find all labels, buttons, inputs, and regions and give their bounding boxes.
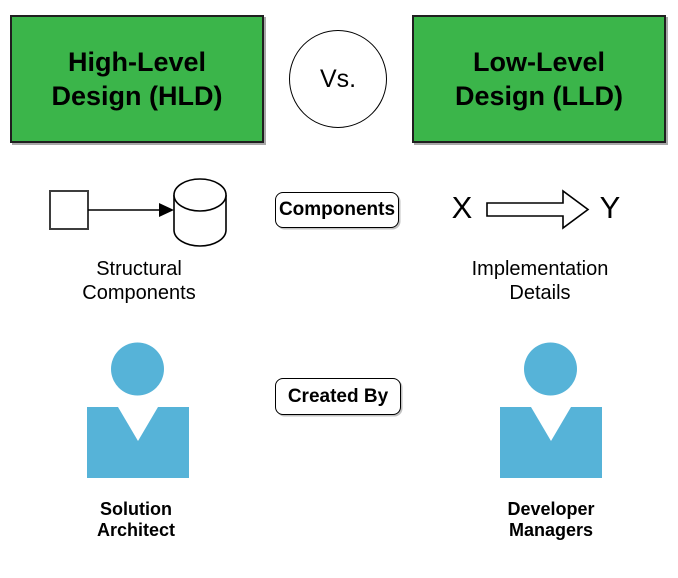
block-arrow-shape [486, 189, 590, 230]
hld-creator-caption-line1: Solution [100, 499, 172, 519]
transform-from-label: X [451, 190, 473, 225]
created-by-badge-label: Created By [287, 385, 389, 407]
lld-components-caption-line1: Implementation [471, 258, 609, 280]
person-icon [87, 342, 189, 478]
versus-label: Vs. [319, 64, 357, 93]
hld-creator-caption: Solution Architect [46, 499, 226, 541]
hld-creator-caption-line2: Architect [96, 520, 176, 540]
person-head [524, 342, 577, 396]
arrow-connector-head [159, 203, 174, 217]
hld-title-line2: Design (HLD) [51, 81, 223, 111]
lld-title-line2: Design (LLD) [455, 81, 623, 111]
hld-components-caption-line1: Structural [96, 258, 182, 280]
components-badge-label: Components [278, 199, 396, 220]
transform-to-label: Y [599, 190, 621, 225]
hld-components-caption: Structural Components [49, 257, 229, 305]
lld-components-caption-line2: Details [509, 282, 571, 304]
lld-components-caption: Implementation Details [450, 257, 630, 305]
lld-title-box: Low-Level Design (LLD) [412, 15, 666, 143]
lld-creator-caption-line2: Managers [508, 520, 594, 540]
block-arrow-icon [486, 189, 590, 230]
lld-title-line1: Low-Level [472, 47, 606, 77]
person-body [87, 407, 189, 478]
person-body [500, 407, 602, 478]
database-cylinder-top [173, 178, 227, 212]
lld-creator-caption-line1: Developer [507, 499, 595, 519]
square-node [49, 190, 89, 230]
components-badge: Components [275, 192, 399, 228]
created-by-badge: Created By [275, 378, 401, 415]
person-head [111, 342, 164, 396]
hld-title-box: High-Level Design (HLD) [10, 15, 264, 143]
versus-circle: Vs. [289, 30, 387, 128]
square-to-database-icon [49, 178, 227, 247]
hld-components-caption-line2: Components [82, 282, 196, 304]
person-icon [500, 342, 602, 478]
hld-title-line1: High-Level [67, 47, 207, 77]
lld-creator-caption: Developer Managers [461, 499, 641, 541]
